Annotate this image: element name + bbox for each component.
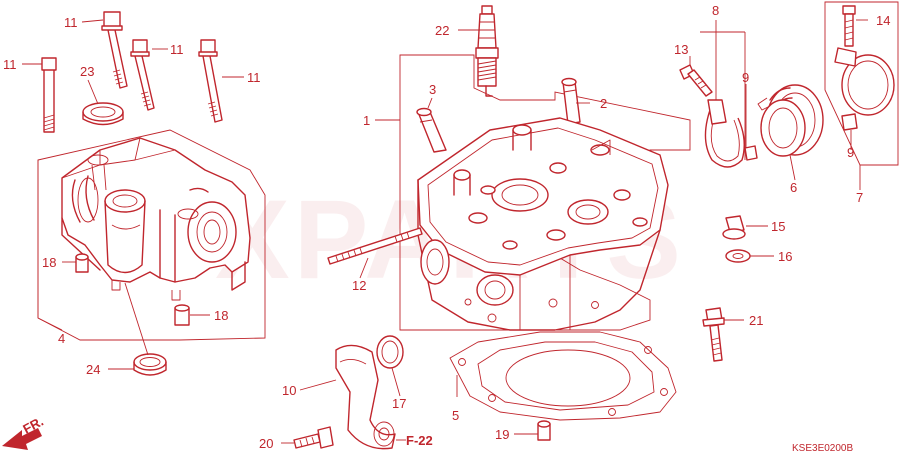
front-reference-label: FR.	[20, 414, 46, 437]
callout-1: 1	[363, 113, 370, 128]
spark-plug-22	[475, 5, 499, 97]
callout-5: 5	[452, 408, 459, 423]
cylinder-head	[417, 117, 669, 331]
bolt-21	[702, 307, 725, 362]
callout-2: 2	[600, 96, 607, 111]
nut-15	[722, 215, 746, 240]
callout-13: 13	[674, 42, 688, 57]
oring-17	[376, 335, 404, 369]
callout-11-top: 11	[64, 15, 78, 30]
water-hose-10	[335, 344, 396, 450]
callout-11-left: 11	[3, 57, 17, 72]
callout-15: 15	[771, 219, 785, 234]
intake-insulator-6	[757, 84, 824, 157]
callout-14: 14	[876, 13, 890, 28]
bolt-20	[293, 426, 334, 449]
callout-4: 4	[58, 331, 65, 346]
nut-9a	[744, 145, 758, 161]
insulator-band-8	[704, 99, 745, 168]
diagram-code: KSE3E0200B	[792, 443, 853, 454]
dowel-pin-19	[537, 420, 551, 441]
callout-11-mid: 11	[170, 42, 184, 57]
callout-17: 17	[392, 396, 406, 411]
callout-12: 12	[352, 278, 366, 293]
callout-18-left: 18	[42, 255, 56, 270]
seal-24	[133, 353, 167, 376]
callout-19: 19	[495, 427, 509, 442]
callout-24: 24	[86, 362, 100, 377]
callout-9-left: 9	[742, 70, 749, 85]
nut-9b	[841, 113, 858, 131]
dowel-pins-18	[75, 253, 190, 326]
band-clamp-7	[834, 47, 895, 116]
callout-23: 23	[80, 64, 94, 79]
callout-18-right: 18	[214, 308, 228, 323]
screw-14	[842, 5, 856, 47]
callout-21: 21	[749, 313, 763, 328]
callout-22: 22	[435, 23, 449, 38]
callout-9-right: 9	[847, 145, 854, 160]
callout-7: 7	[856, 190, 863, 205]
reference-f22-label: F-22	[406, 433, 433, 448]
callout-16: 16	[778, 249, 792, 264]
callout-20: 20	[259, 436, 273, 451]
cylinder-gasket	[449, 331, 677, 421]
callout-11-right: 11	[247, 70, 261, 85]
callout-3: 3	[429, 82, 436, 97]
callout-labels: 11 11 11 11 23 18 18 4 24 22 3 2 1 12 5 …	[3, 3, 890, 454]
oring-23	[82, 102, 124, 126]
valve-guides	[416, 77, 581, 153]
cylinder-head-bolts	[41, 11, 223, 133]
camshaft-holder	[61, 137, 251, 301]
washer-16	[725, 249, 751, 263]
callout-8: 8	[712, 3, 719, 18]
front-direction-arrow: FR.	[2, 414, 46, 450]
callout-10: 10	[282, 383, 296, 398]
callout-6: 6	[790, 180, 797, 195]
leader-lines	[22, 19, 868, 444]
bolt-13	[679, 64, 713, 97]
stud-bolt-12	[327, 227, 423, 265]
